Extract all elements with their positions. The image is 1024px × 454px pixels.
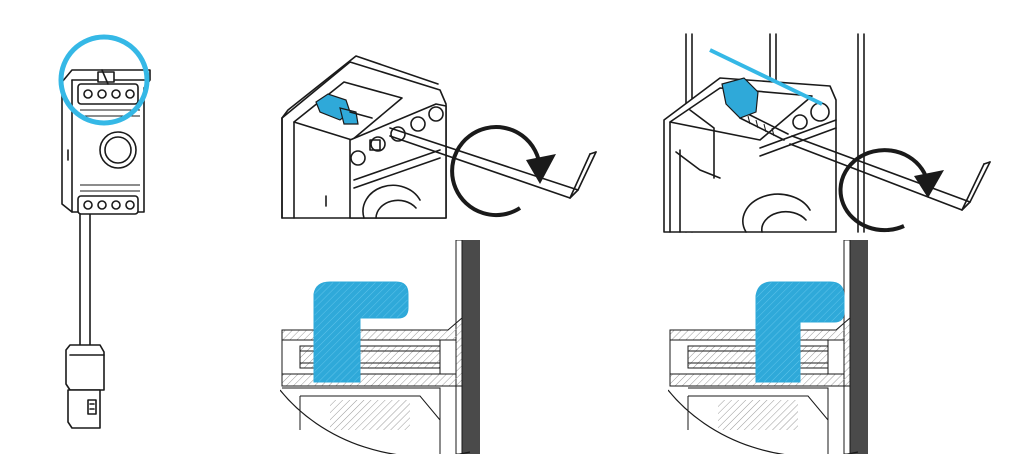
step-2-section [668,240,868,454]
sensor-body [61,69,151,215]
hex-key [389,127,597,199]
move-arrow [709,48,823,106]
step-2-perspective [663,33,991,233]
rotate-arrow-icon [838,148,944,233]
cable [79,209,91,346]
step-1-perspective [281,55,597,219]
blue-clamp-raised [721,77,759,119]
device-overview [58,34,151,429]
connector-plug [65,344,105,429]
highlight-circle [58,34,150,126]
step-1-section [280,240,480,454]
rotate-arrow-icon [450,125,556,218]
